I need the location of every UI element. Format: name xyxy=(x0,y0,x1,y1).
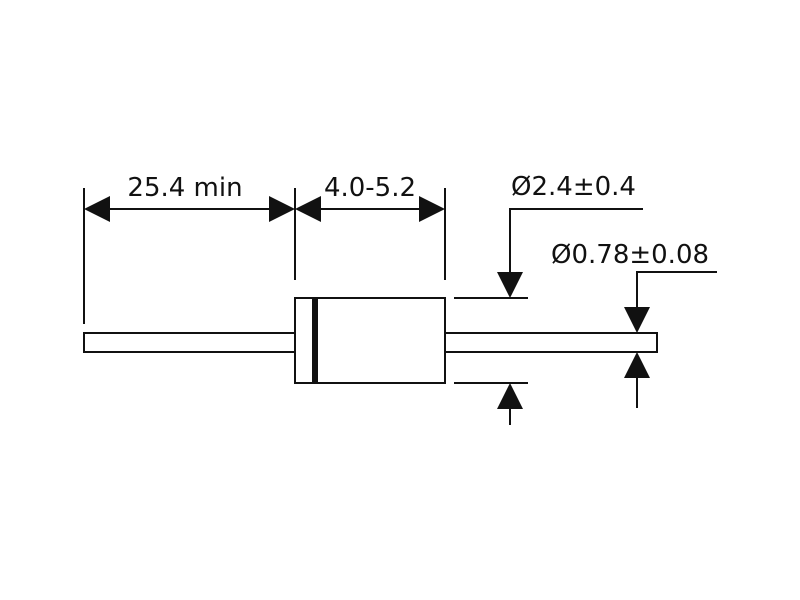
arrowhead-right xyxy=(269,196,295,222)
lead-diameter-dimension: Ø0.78±0.08 xyxy=(551,240,717,408)
lead-length-label: 25.4 min xyxy=(127,173,242,203)
arrowhead-down xyxy=(624,307,650,333)
cathode-band xyxy=(312,298,318,383)
body-diameter-label: Ø2.4±0.4 xyxy=(511,172,636,202)
arrowhead-down xyxy=(497,272,523,298)
left-lead xyxy=(83,332,296,353)
body-length-dimension: 4.0-5.2 xyxy=(295,173,445,222)
lead-diameter-label: Ø0.78±0.08 xyxy=(551,240,709,270)
arrowhead-up xyxy=(624,352,650,378)
arrowhead-left xyxy=(295,196,321,222)
leader-line xyxy=(509,208,643,272)
right-lead xyxy=(444,332,658,353)
leader-line xyxy=(636,271,717,307)
arrowhead-up xyxy=(497,383,523,409)
body-length-label: 4.0-5.2 xyxy=(324,173,416,203)
arrowhead-right xyxy=(419,196,445,222)
arrowhead-left xyxy=(84,196,110,222)
extension-lines xyxy=(83,188,528,384)
body-diameter-dimension: Ø2.4±0.4 xyxy=(497,172,643,425)
diode-outline xyxy=(83,297,658,384)
lead-length-dimension: 25.4 min xyxy=(84,173,295,222)
